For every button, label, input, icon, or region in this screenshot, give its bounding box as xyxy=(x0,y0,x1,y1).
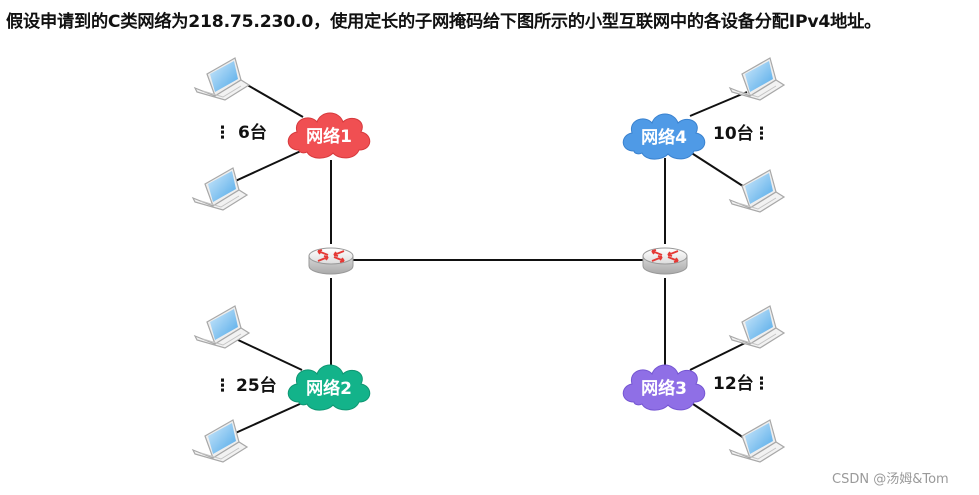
page-title: 假设申请到的C类网络为218.75.230.0，使用定长的子网掩码给下图所示的小… xyxy=(6,12,882,32)
laptop-icon xyxy=(192,419,248,463)
link-host-n1-bottom xyxy=(230,149,304,184)
ellipsis: ⋮ xyxy=(214,376,231,396)
cloud-icon: 网络3 xyxy=(622,364,706,411)
network-2-label: 网络2 xyxy=(306,378,352,399)
cloud-icon: 网络2 xyxy=(287,364,371,411)
cloud-icon: 网络1 xyxy=(287,112,371,159)
ellipsis: ⋮ xyxy=(214,123,231,143)
links xyxy=(230,78,750,441)
network-1-host-count: 6台 xyxy=(238,122,267,143)
laptop-icon xyxy=(729,305,785,349)
laptop-icon xyxy=(729,169,785,213)
laptop-icon xyxy=(729,57,785,101)
ellipsis: ⋮ xyxy=(753,124,770,144)
router-icon xyxy=(308,247,354,275)
cloud-icon: 网络4 xyxy=(622,113,706,160)
router-icon xyxy=(642,247,688,275)
network-3-label: 网络3 xyxy=(641,378,687,399)
laptop-icon xyxy=(192,167,248,211)
link-host-n4-bottom xyxy=(689,151,750,191)
link-host-n3-bottom xyxy=(689,401,748,441)
link-host-n3-top xyxy=(689,341,748,371)
laptop-icon xyxy=(729,419,785,463)
laptop-icon xyxy=(194,57,250,101)
watermark: CSDN @汤姆&Tom xyxy=(832,472,949,487)
link-host-n4-top xyxy=(689,91,748,117)
network-4-host-count: 10台 xyxy=(713,123,754,144)
network-2-host-count: 25台 xyxy=(236,375,277,396)
link-host-n2-top xyxy=(235,338,303,371)
network-4-label: 网络4 xyxy=(641,127,687,148)
network-3-host-count: 12台 xyxy=(713,373,754,394)
link-host-n2-bottom xyxy=(230,402,303,436)
network-1-label: 网络1 xyxy=(306,126,352,147)
ellipsis: ⋮ xyxy=(753,374,770,394)
